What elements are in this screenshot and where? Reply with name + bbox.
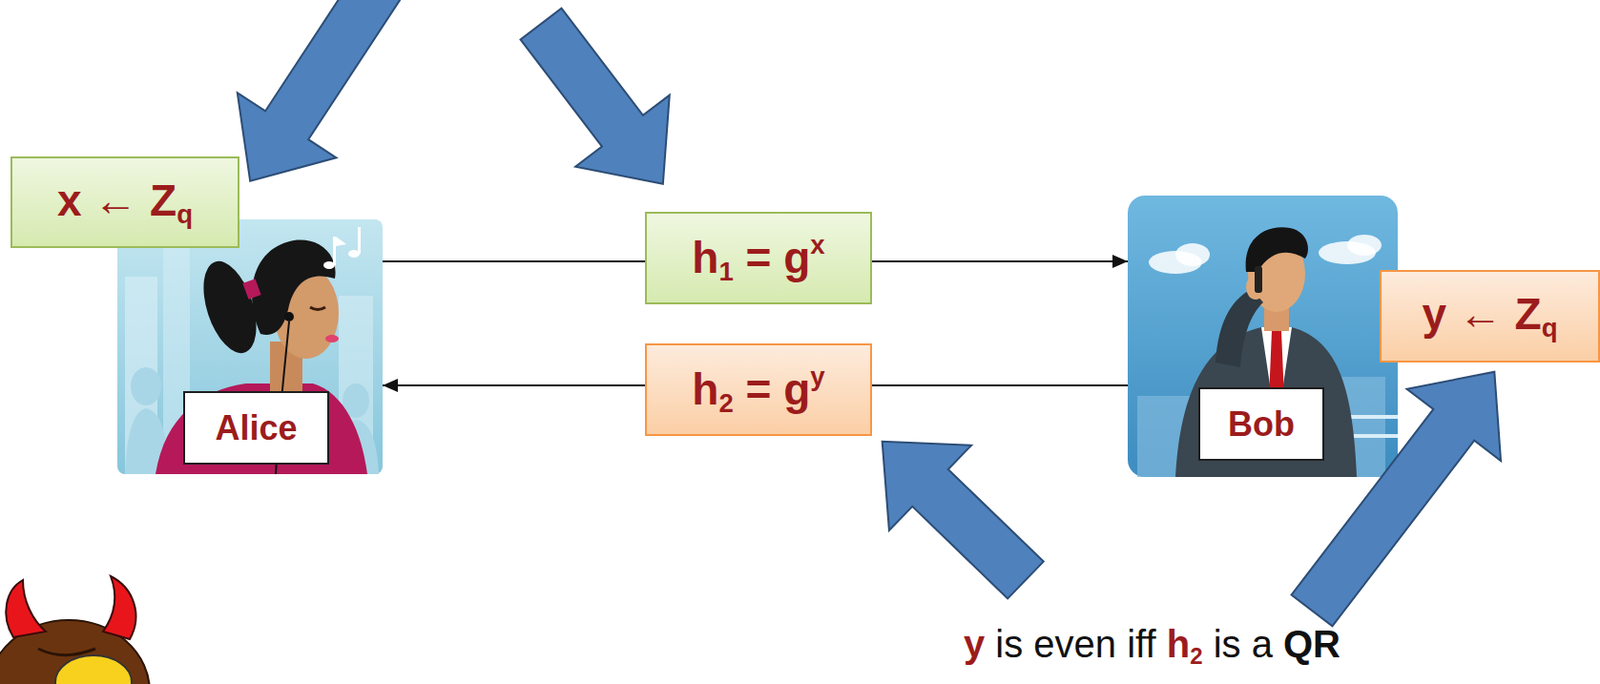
devil-figure <box>0 576 150 684</box>
sample-box: x ← Zq <box>10 156 240 249</box>
node-text: h1 = gx <box>691 229 825 287</box>
alice-picture <box>117 219 383 475</box>
message-arrow <box>382 378 645 393</box>
bob-picture <box>1127 195 1398 478</box>
alice-node: Alice <box>117 219 383 475</box>
node-text: x ← Zq <box>57 175 193 229</box>
message-box: h1 = gx <box>644 211 873 305</box>
block-arrows <box>200 0 1541 647</box>
note-text: y is even iff h2 is a QR <box>963 622 1341 669</box>
message-box: h2 = gy <box>644 343 873 437</box>
node-text: h2 = gy <box>691 361 825 418</box>
sample-box: y ← Zq <box>1379 270 1600 363</box>
message-arrow <box>872 385 1128 387</box>
message-arrow <box>382 261 645 263</box>
node-text: Alice <box>214 408 297 448</box>
message-arrow <box>872 254 1128 269</box>
node-text: Bob <box>1227 404 1295 444</box>
bob-node: Bob <box>1127 195 1398 478</box>
node-text: y ← Zq <box>1421 289 1558 343</box>
name-tag: Bob <box>1198 387 1325 461</box>
name-tag: Alice <box>183 391 330 465</box>
